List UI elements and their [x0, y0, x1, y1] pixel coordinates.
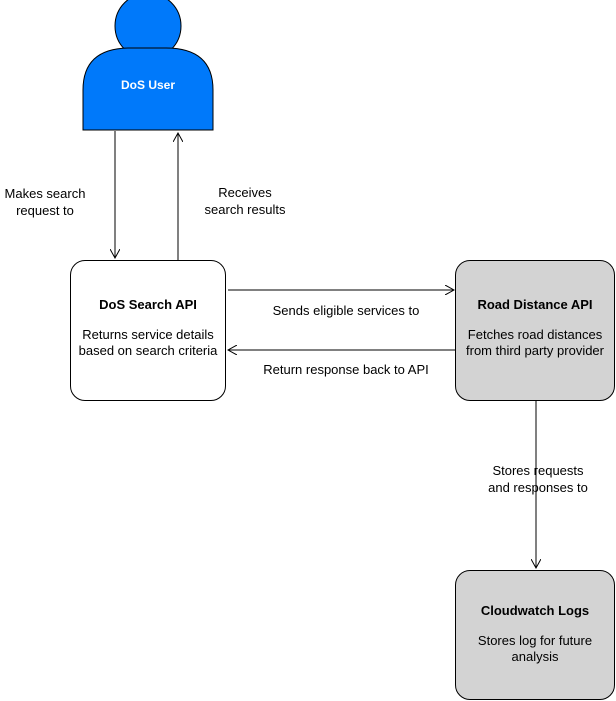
node-description: Stores log for future analysis [477, 633, 593, 664]
edge-label-line: Makes search [4, 186, 86, 201]
edge-label-stores-requests: Stores requests and responses to [470, 462, 606, 496]
node-title: Cloudwatch Logs [480, 603, 590, 618]
user-actor-icon [82, 0, 214, 131]
node-description: Returns service details based on search … [78, 327, 218, 358]
node-title: DoS Search API [99, 297, 197, 312]
edge-label-receives: Receives search results [195, 184, 295, 218]
user-label: DoS User [120, 78, 176, 92]
node-description: Fetches road distances from third party … [466, 327, 604, 358]
edge-label-line: and responses to [488, 480, 588, 495]
edge-label-return-response: Return response back to API [263, 362, 429, 377]
edge-label-line: request to [16, 203, 74, 218]
node-road-distance-api: Road Distance API Fetches road distances… [455, 260, 615, 401]
node-cloudwatch-logs: Cloudwatch Logs Stores log for future an… [455, 570, 615, 700]
edge-label-line: search results [204, 202, 286, 217]
node-title: Road Distance API [477, 297, 593, 312]
node-dos-search-api: DoS Search API Returns service details b… [70, 260, 226, 401]
edge-label-sends-eligible: Sends eligible services to [272, 303, 420, 318]
edge-label-line: Stores requests [492, 463, 584, 478]
edge-label-makes-search: Makes search request to [0, 185, 90, 219]
edge-label-line: Receives [218, 185, 272, 200]
